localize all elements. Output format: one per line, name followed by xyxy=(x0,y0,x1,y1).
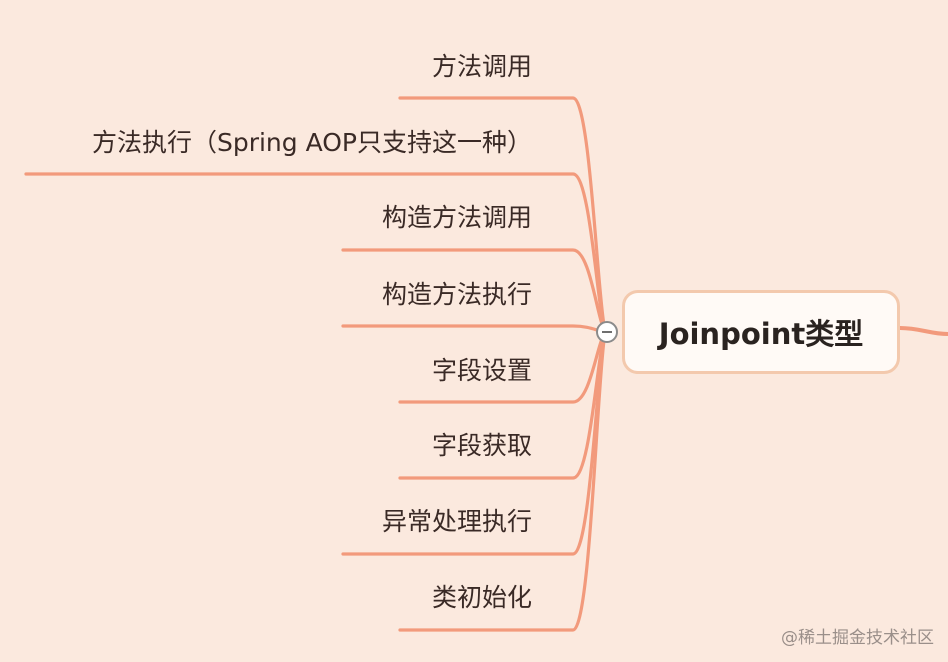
branch-connector xyxy=(341,324,609,334)
branch-label-field-get: 字段获取 xyxy=(431,431,532,460)
branch-label-method-call: 方法调用 xyxy=(431,52,532,81)
parent-connector xyxy=(899,326,948,336)
branch-label-exception-handler: 异常处理执行 xyxy=(381,507,532,536)
central-topic-node[interactable]: Joinpoint类型 xyxy=(622,290,900,374)
central-topic-label: Joinpoint类型 xyxy=(658,317,864,351)
branch-label-constructor-call: 构造方法调用 xyxy=(381,203,532,232)
branch-label-field-set: 字段设置 xyxy=(431,356,532,385)
branch-label-method-execution: 方法执行（Spring AOP只支持这一种） xyxy=(91,128,532,157)
collapse-minus-icon[interactable] xyxy=(596,321,618,343)
branch-label-class-init: 类初始化 xyxy=(431,583,532,612)
branch-label-constructor-execution: 构造方法执行 xyxy=(381,280,532,309)
watermark: @稀土掘金技术社区 xyxy=(781,628,934,648)
branch-connector xyxy=(398,330,609,632)
